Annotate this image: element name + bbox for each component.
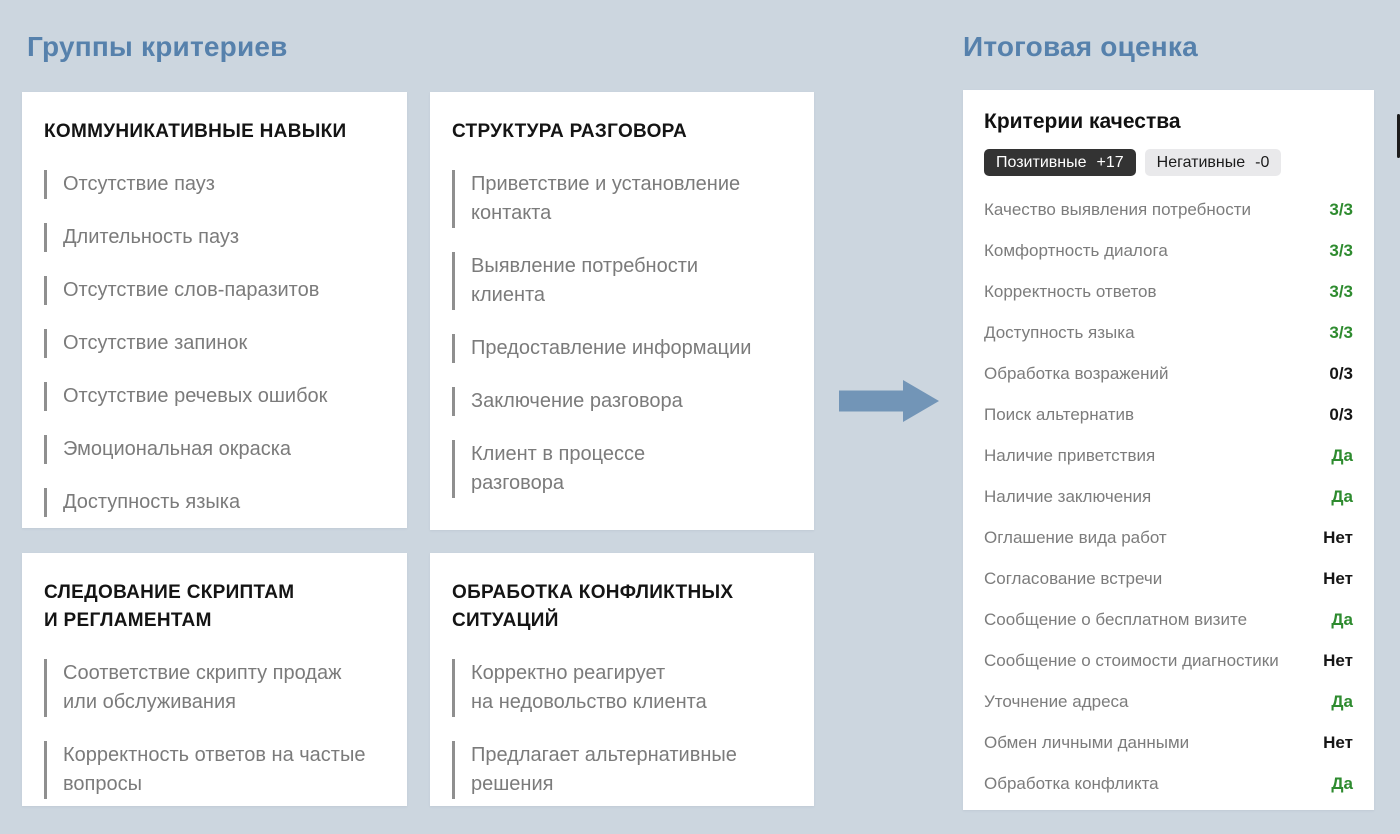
card-conflict-handling: ОБРАБОТКА КОНФЛИКТНЫХ СИТУАЦИЙ Корректно… [430,553,814,806]
criterion-item: Корректно реагирует на недовольство клие… [452,659,792,717]
criterion-item: Выявление потребности клиента [452,252,792,310]
summary-row: Уточнение адреса Да [984,681,1353,722]
summary-row: Наличие приветствия Да [984,435,1353,476]
summary-row-value: Нет [1323,568,1353,588]
summary-row-value: Да [1331,691,1353,711]
summary-row-value: Да [1331,445,1353,465]
summary-row-label: Сообщение о стоимости диагностики [984,650,1279,670]
summary-row: Качество выявления потребности 3/3 [984,189,1353,230]
summary-row: Оглашение вида работ Нет [984,517,1353,558]
summary-row: Наличие заключения Да [984,476,1353,517]
score-badges: Позитивные +17 Негативные -0 [984,149,1353,176]
summary-row-value: Да [1331,773,1353,793]
summary-row-label: Качество выявления потребности [984,199,1252,219]
card-title: СЛЕДОВАНИЕ СКРИПТАМ И РЕГЛАМЕНТАМ [44,582,295,631]
card-title: ОБРАБОТКА КОНФЛИКТНЫХ СИТУАЦИЙ [452,582,734,631]
card-title: СТРУКТУРА РАЗГОВОРА [452,121,687,142]
summary-row-value: Нет [1323,650,1353,670]
summary-row: Комфортность диалога 3/3 [984,230,1353,271]
card-script-compliance: СЛЕДОВАНИЕ СКРИПТАМ И РЕГЛАМЕНТАМ Соотве… [22,553,407,806]
summary-row-value: Да [1331,609,1353,629]
summary-panel-title: Критерии качества [984,110,1181,133]
negative-badge-value: -0 [1255,153,1270,171]
criterion-item: Заключение разговора [452,387,792,416]
summary-row: Согласование встречи Нет [984,558,1353,599]
criterion-item: Отсутствие речевых ошибок [44,382,385,411]
summary-row-label: Обработка возражений [984,363,1169,383]
criterion-item: Отсутствие запинок [44,329,385,358]
summary-row: Сообщение о бесплатном визите Да [984,599,1353,640]
criterion-item: Корректность ответов на частые вопросы [44,741,385,799]
summary-panel: Критерии качества Позитивные +17 Негатив… [963,90,1374,810]
right-arrow-icon [839,380,939,422]
summary-row-value: Нет [1323,732,1353,752]
summary-row-value: 3/3 [1329,322,1353,342]
criterion-item: Предоставление информации [452,334,792,363]
summary-row: Доступность языка 3/3 [984,312,1353,353]
card-conversation-structure: СТРУКТУРА РАЗГОВОРА Приветствие и устано… [430,92,814,530]
summary-row-value: 3/3 [1329,240,1353,260]
summary-row-label: Оглашение вида работ [984,527,1167,547]
summary-row-label: Согласование встречи [984,568,1163,588]
summary-row: Корректность ответов 3/3 [984,271,1353,312]
summary-row-value: 3/3 [1329,281,1353,301]
groups-section-title: Группы критериев [27,31,288,62]
summary-row-label: Сообщение о бесплатном визите [984,609,1248,629]
summary-row-label: Обработка конфликта [984,773,1159,793]
summary-row: Сообщение о стоимости диагностики Нет [984,640,1353,681]
summary-row-label: Доступность языка [984,322,1135,342]
criterion-item: Доступность языка [44,488,385,517]
summary-row-value: Да [1331,486,1353,506]
criterion-item: Предлагает альтернативные решения [452,741,792,799]
criterion-item: Приветствие и установление контакта [452,170,792,228]
summary-row: Обработка конфликта Да [984,763,1353,804]
summary-row-label: Уточнение адреса [984,691,1129,711]
summary-row: Обмен личными данными Нет [984,722,1353,763]
summary-row-value: Нет [1323,527,1353,547]
negative-badge-label: Негативные [1156,153,1246,171]
positive-score-badge: Позитивные +17 [984,149,1136,176]
summary-row-label: Обмен личными данными [984,732,1190,752]
card-items: Корректно реагирует на недовольство клие… [452,659,792,799]
positive-badge-label: Позитивные [996,153,1087,171]
scrollbar-thumb[interactable] [1397,114,1400,158]
criterion-item: Клиент в процессе разговора [452,440,792,498]
summary-row-label: Наличие заключения [984,486,1152,506]
criterion-item: Длительность пауз [44,223,385,252]
criterion-item: Отсутствие пауз [44,170,385,199]
summary-row-label: Поиск альтернатив [984,404,1135,424]
criterion-item: Отсутствие слов-паразитов [44,276,385,305]
summary-row-value: 0/3 [1329,404,1353,424]
summary-row-label: Наличие приветствия [984,445,1156,465]
positive-badge-value: +17 [1096,153,1124,171]
criterion-item: Эмоциональная окраска [44,435,385,464]
card-items: Соответствие скрипту продаж или обслужив… [44,659,385,799]
summary-row-label: Корректность ответов [984,281,1157,301]
criterion-item: Соответствие скрипту продаж или обслужив… [44,659,385,717]
summary-row-value: 3/3 [1329,199,1353,219]
card-title: КОММУНИКАТИВНЫЕ НАВЫКИ [44,121,347,142]
summary-row-label: Комфортность диалога [984,240,1168,260]
summary-section-title: Итоговая оценка [963,31,1198,62]
summary-row: Обработка возражений 0/3 [984,353,1353,394]
summary-row-value: 0/3 [1329,363,1353,383]
negative-score-badge: Негативные -0 [1144,149,1282,176]
summary-row: Поиск альтернатив 0/3 [984,394,1353,435]
